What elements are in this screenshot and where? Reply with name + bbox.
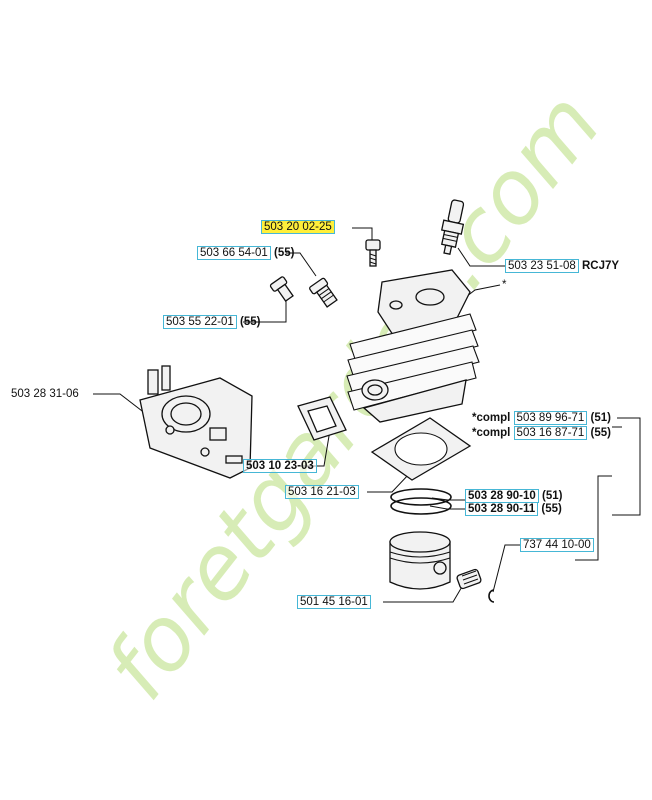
- rings-55-part-number[interactable]: 503 28 90-11: [465, 502, 539, 516]
- circlip-label: 737 44 10-00: [520, 538, 594, 552]
- decomp-valve-suffix: (55): [274, 247, 295, 259]
- compl-2-label: *compl 503 16 87-71 (55): [472, 426, 611, 440]
- carburetor-part-number[interactable]: 503 28 31-06: [11, 388, 79, 400]
- compl-1-suffix: (51): [590, 412, 611, 424]
- intake-gasket-label: 503 10 23-03: [243, 459, 317, 473]
- rings-55-suffix: (55): [541, 503, 562, 515]
- screw-label: 503 20 02-25: [261, 220, 335, 234]
- circlip-part-number[interactable]: 737 44 10-00: [520, 538, 594, 552]
- compl-1-part-number[interactable]: 503 89 96-71: [513, 411, 588, 425]
- screw-part: [365, 239, 381, 267]
- decompression-valve-part: [309, 277, 338, 308]
- piston-pin-part-number[interactable]: 501 45 16-01: [297, 595, 371, 609]
- piston-rings-part: [390, 488, 452, 515]
- intake-gasket-part: [297, 396, 347, 441]
- circlip-part: [488, 589, 495, 603]
- piston-pin-label: 501 45 16-01: [297, 595, 371, 609]
- cylinder-asterisk-label: *: [502, 279, 506, 292]
- spark-plug-part-number[interactable]: 503 23 51-08: [505, 259, 579, 273]
- rings-51-suffix: (51): [542, 490, 563, 502]
- spark-plug-type: RCJ7Y: [582, 260, 620, 272]
- compl-1-label: *compl 503 89 96-71 (51): [472, 411, 611, 425]
- cylinder-part: [346, 269, 480, 423]
- carburetor-label: 503 28 31-06: [10, 388, 80, 401]
- leader-lines: [93, 227, 641, 603]
- rings-55-label: 503 28 90-11 (55): [465, 502, 562, 516]
- rings-51-label: 503 28 90-10 (51): [465, 489, 563, 503]
- needle-bearing-part: [456, 568, 482, 590]
- compl-2-suffix: (55): [590, 427, 611, 439]
- valve-55-part: [269, 276, 294, 302]
- decomp-valve-label: 503 66 54-01 (55): [197, 246, 295, 260]
- cylinder-asterisk: *: [502, 279, 507, 291]
- rings-51-part-number[interactable]: 503 28 90-10: [465, 489, 539, 503]
- piston-part: [389, 531, 451, 590]
- spark-plug-part: [440, 199, 465, 255]
- base-gasket-label: 503 16 21-03: [285, 485, 359, 499]
- compl-2-part-number[interactable]: 503 16 87-71: [513, 426, 588, 440]
- base-gasket-part-number[interactable]: 503 16 21-03: [285, 485, 359, 499]
- valve-55-label: 503 55 22-01 (55): [163, 315, 261, 329]
- compl-2-prefix: *compl: [472, 427, 511, 439]
- base-gasket-part: [370, 417, 472, 481]
- spark-plug-label: 503 23 51-08 RCJ7Y: [505, 259, 620, 273]
- valve-55-suffix: (55): [240, 316, 261, 328]
- carburetor-part: [139, 365, 253, 479]
- compl-1-prefix: *compl: [472, 412, 511, 424]
- decomp-valve-part-number[interactable]: 503 66 54-01: [197, 246, 271, 260]
- screw-part-number[interactable]: 503 20 02-25: [261, 220, 335, 234]
- intake-gasket-part-number[interactable]: 503 10 23-03: [243, 459, 317, 473]
- valve-55-part-number[interactable]: 503 55 22-01: [163, 315, 237, 329]
